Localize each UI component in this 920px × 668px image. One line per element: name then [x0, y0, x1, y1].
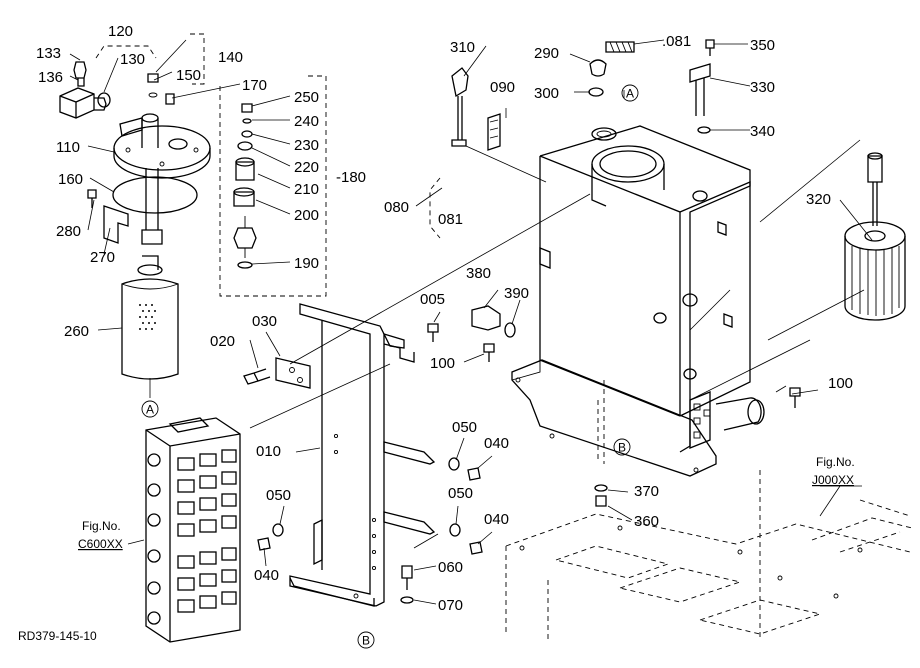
callout-133: 133	[36, 45, 61, 62]
callout-005: 005	[420, 291, 445, 308]
svg-text:J000XX: J000XX	[812, 473, 854, 487]
callout-080: 080	[384, 199, 409, 216]
control-valve-assembly	[145, 417, 241, 643]
callout-250: 250	[294, 89, 319, 106]
group-brackets	[95, 33, 441, 297]
callout-290: 290	[534, 45, 559, 62]
filter-mesh-pattern	[139, 304, 156, 330]
callout-360: 360	[634, 513, 659, 530]
callout-040-left: 040	[254, 567, 279, 584]
callout-081-top: .081	[662, 33, 691, 50]
callout-100-center: 100	[430, 355, 455, 372]
callout-040-upper: 040	[484, 435, 509, 452]
svg-text:Fig.No.: Fig.No.	[82, 519, 121, 533]
callout-270: 270	[90, 249, 115, 266]
callout-170: 170	[242, 77, 267, 94]
callout-120: 120	[108, 23, 133, 40]
svg-text:A: A	[626, 87, 634, 101]
callout-220: 220	[294, 159, 319, 176]
callout-150: 150	[176, 67, 201, 84]
callout-070: 070	[438, 597, 463, 614]
callout-081: 081	[438, 211, 463, 228]
bolt-right	[789, 387, 801, 408]
callout-050-left: 050	[266, 487, 291, 504]
callout-340: 340	[750, 123, 775, 140]
connector-b-tank: B	[613, 438, 631, 456]
svg-text:A: A	[146, 403, 154, 417]
callout-210: 210	[294, 181, 319, 198]
callout-140: 140	[218, 49, 243, 66]
callout-100-right: 100	[828, 375, 853, 392]
callout-020: 020	[210, 333, 235, 350]
svg-text:C600XX: C600XX	[78, 537, 123, 551]
connector-a-top: A	[621, 84, 639, 102]
callout-180: -180	[336, 169, 366, 186]
svg-text:Fig.No.: Fig.No.	[816, 455, 855, 469]
callout-370: 370	[634, 483, 659, 500]
drawing-code: RD379-145-10	[18, 629, 97, 643]
callout-060: 060	[438, 559, 463, 576]
callout-320: 320	[806, 191, 831, 208]
machine-frame-reference	[505, 470, 913, 640]
callout-240: 240	[294, 113, 319, 130]
callout-350: 350	[750, 37, 775, 54]
callout-030: 030	[252, 313, 277, 330]
hydraulic-tank	[511, 125, 865, 477]
callout-010: 010	[256, 443, 281, 460]
callout-050-lower: 050	[448, 485, 473, 502]
callout-310: 310	[450, 39, 475, 56]
leader-lines-lower	[249, 311, 493, 605]
suction-strainer	[839, 152, 906, 321]
part-callouts: 133 136 120 130 140 150 170 250 240 230 …	[36, 23, 853, 614]
callout-136: 136	[38, 69, 63, 86]
callout-130: 130	[120, 51, 145, 68]
callout-040-lower: 040	[484, 511, 509, 528]
callout-090: 090	[490, 79, 515, 96]
connector-a-bottom: A	[141, 400, 159, 418]
callout-200: 200	[294, 207, 319, 224]
callout-300: 300	[534, 85, 559, 102]
callout-380: 380	[466, 265, 491, 282]
callout-160: 160	[58, 171, 83, 188]
callout-110: 110	[56, 139, 80, 156]
callout-330: 330	[750, 79, 775, 96]
callout-230: 230	[294, 137, 319, 154]
tank-top-components	[415, 39, 819, 521]
connector-b-bottom: B	[357, 631, 375, 649]
return-filter-assembly	[59, 61, 257, 398]
fig-ref-c600: Fig.No. C600XX	[78, 519, 145, 551]
callout-260: 260	[64, 323, 89, 340]
svg-text:B: B	[362, 634, 370, 648]
leader-lines-left	[69, 39, 291, 331]
svg-text:B: B	[618, 441, 626, 455]
callout-050-upper: 050	[452, 419, 477, 436]
callout-390: 390	[504, 285, 529, 302]
callout-190: 190	[294, 255, 319, 272]
callout-280: 280	[56, 223, 81, 240]
fig-ref-j000: Fig.No. J000XX	[812, 455, 855, 487]
